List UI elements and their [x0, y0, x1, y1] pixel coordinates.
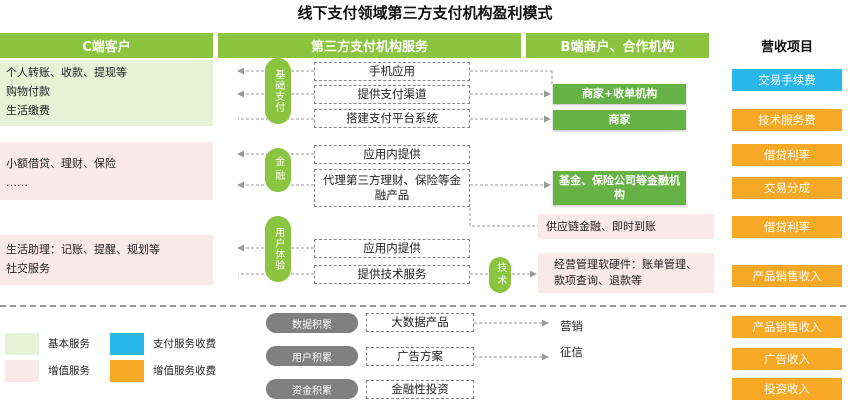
- service-tech: 提供技术服务: [314, 265, 470, 284]
- revenue-ad: 广告收入: [732, 348, 842, 370]
- service-payment-platform: 搭建支付平台系统: [314, 109, 470, 128]
- revenue-transaction-fee: 交易手续费: [732, 69, 842, 91]
- accumulation-funds: 资金积累: [266, 379, 358, 399]
- product-big-data: 大数据产品: [366, 313, 474, 332]
- legend-value-service: 增值服务: [48, 365, 90, 377]
- category-basic-payment: 基础支付: [265, 58, 291, 124]
- legend-basic-service: 基本服务: [48, 338, 90, 350]
- service-payment-channel: 提供支付渠道: [314, 85, 470, 104]
- accumulation-data: 数据积累: [266, 313, 358, 333]
- c-box-basic: 个人转账、收款、提现等 购物付款 生活缴费: [0, 60, 213, 126]
- c-item: 社交服务: [6, 262, 50, 275]
- diagram-title: 线下支付领域第三方支付机构盈利模式: [297, 4, 553, 22]
- c-item: 生活助理：记账、提醒、规划等: [6, 243, 160, 256]
- legend-swatch-value: [5, 360, 39, 382]
- legend-swatch-value-fee: [110, 360, 144, 382]
- c-item: ……: [6, 176, 28, 189]
- category-finance: 金融: [265, 148, 291, 192]
- category-user-experience: 用户体验: [265, 216, 291, 282]
- c-box-finance: 小额借贷、理财、保险 ……: [0, 142, 213, 200]
- c-item: 购物付款: [6, 85, 50, 98]
- revenue-product-sales: 产品销售收入: [732, 265, 842, 287]
- b-software: 经营管理软硬件：账单管理、款项查询、退款等: [538, 253, 714, 293]
- b-financial-institutions: 基金、保险公司等金融机构: [553, 171, 686, 205]
- use-credit: 征信: [560, 345, 583, 359]
- revenue-lending-rate: 借贷利率: [732, 144, 842, 166]
- b-merchant: 商家: [553, 110, 686, 130]
- revenue-investment: 投资收入: [732, 378, 842, 400]
- service-in-app-ux: 应用内提供: [314, 239, 470, 258]
- service-mobile-app: 手机应用: [314, 62, 470, 81]
- accumulation-users: 用户积累: [266, 346, 358, 366]
- header-revenue: 营收项目: [760, 40, 813, 55]
- b-merchant-acquirer: 商家+收单机构: [553, 84, 686, 104]
- use-marketing: 营销: [560, 319, 583, 333]
- header-c-customer: C端客户: [0, 33, 213, 58]
- legend-value-fee: 增值服务收费: [153, 365, 216, 377]
- header-third-party: 第三方支付机构服务: [218, 33, 521, 58]
- service-in-app-finance: 应用内提供: [314, 145, 470, 164]
- service-agent-finance: 代理第三方理财、保险等金融产品: [314, 169, 470, 207]
- revenue-product-sales-2: 产品销售收入: [732, 316, 842, 338]
- legend-swatch-payment-fee: [110, 333, 144, 355]
- c-item: 个人转账、收款、提现等: [6, 66, 127, 79]
- c-item: 生活缴费: [6, 104, 50, 117]
- revenue-transaction-share: 交易分成: [732, 177, 842, 199]
- header-b-merchant: B端商户、合作机构: [526, 33, 709, 58]
- product-ad-solution: 广告方案: [366, 347, 474, 366]
- c-item: 小额借贷、理财、保险: [6, 157, 116, 170]
- revenue-lending-rate-2: 借贷利率: [732, 216, 842, 238]
- revenue-tech-service-fee: 技术服务费: [732, 109, 842, 131]
- legend-payment-fee: 支付服务收费: [153, 338, 216, 350]
- legend-swatch-basic: [5, 333, 39, 355]
- product-financial-investment: 金融性投资: [366, 380, 474, 399]
- c-box-ux: 生活助理：记账、提醒、规划等 社交服务: [0, 235, 213, 285]
- b-supply-chain: 供应链金融、即时到账: [538, 214, 714, 239]
- category-tech: 技术: [489, 257, 511, 293]
